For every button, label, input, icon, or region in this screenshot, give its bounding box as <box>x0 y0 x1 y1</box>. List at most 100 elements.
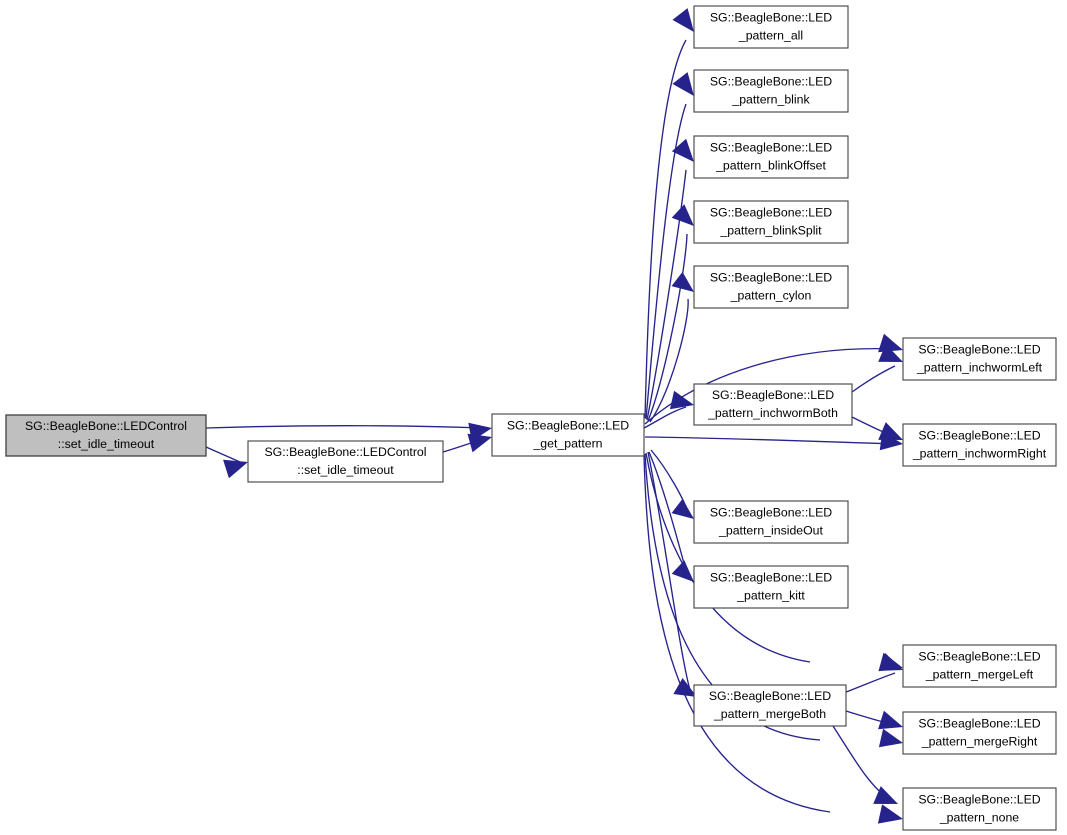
node-label-line2: _pattern_none <box>939 810 1019 824</box>
call-edge <box>644 453 821 741</box>
arrow-head-icon <box>223 459 248 479</box>
node-box[interactable] <box>693 684 847 727</box>
node-label-line2: _pattern_inchwormBoth <box>707 406 838 420</box>
arrow-head-icon <box>673 678 697 697</box>
node-label-line2: _pattern_insideOut <box>718 523 823 537</box>
graph-node[interactable]: SG::BeagleBone::LED_pattern_inchwormBoth <box>693 383 853 426</box>
node-box[interactable] <box>247 440 444 483</box>
call-edge <box>643 406 687 429</box>
node-box[interactable] <box>902 787 1057 831</box>
call-edge <box>649 298 689 423</box>
graph-node[interactable]: SG::BeagleBone::LED_pattern_blinkOffset <box>693 135 849 179</box>
graph-node[interactable]: SG::BeagleBone::LED_pattern_mergeLeft <box>902 644 1057 688</box>
node-label-line2: _pattern_all <box>738 28 803 42</box>
node-label-line2: _get_pattern <box>532 436 602 450</box>
node-box[interactable] <box>5 414 207 457</box>
arrow-head-icon <box>467 433 492 453</box>
call-edge <box>647 233 688 422</box>
arrow-head-icon <box>877 804 903 824</box>
node-label-line1: SG::BeagleBone::LED <box>918 716 1040 730</box>
call-edge <box>645 452 811 663</box>
arrow-head-icon <box>878 422 903 440</box>
graph-node[interactable]: SG::BeagleBone::LED_pattern_none <box>902 787 1057 831</box>
node-label-line1: SG::BeagleBone::LED <box>710 10 832 24</box>
node-label-line2: ::set_idle_timeout <box>297 463 394 477</box>
arrow-head-icon <box>878 333 903 353</box>
graph-node[interactable]: SG::BeagleBone::LED_pattern_mergeBoth <box>693 684 847 727</box>
arrow-head-icon <box>671 271 694 292</box>
call-edge <box>644 436 896 445</box>
node-label-line2: _pattern_mergeBoth <box>713 707 826 721</box>
node-box[interactable] <box>902 711 1057 755</box>
call-edge <box>205 425 485 429</box>
node-label-line1: SG::BeagleBone::LED <box>918 342 1040 356</box>
node-label-line1: SG::BeagleBone::LED <box>710 570 832 584</box>
node-box[interactable] <box>693 135 849 179</box>
graph-node[interactable]: SG::BeagleBone::LED_pattern_kitt <box>693 565 849 609</box>
call-edge <box>646 169 687 421</box>
node-box[interactable] <box>693 565 849 609</box>
arrow-head-icon <box>669 390 694 410</box>
call-edge <box>205 446 241 463</box>
node-box[interactable] <box>693 383 853 426</box>
arrow-head-icon <box>878 728 903 748</box>
node-label-line1: SG::BeagleBone::LED <box>710 140 832 154</box>
graph-node[interactable]: SG::BeagleBone::LED_pattern_blinkSplit <box>693 200 849 244</box>
node-label-line2: _pattern_mergeRight <box>921 734 1038 748</box>
node-box[interactable] <box>693 5 849 49</box>
graph-node[interactable]: SG::BeagleBone::LED_pattern_blink <box>693 69 849 113</box>
node-box[interactable] <box>693 265 849 309</box>
node-label-line2: ::set_idle_timeout <box>58 437 155 451</box>
node-layer: SG::BeagleBone::LEDControl::set_idle_tim… <box>5 5 1057 831</box>
node-label-line2: _pattern_inchwormLeft <box>916 360 1043 374</box>
arrow-head-icon <box>672 72 694 96</box>
call-edge <box>845 672 896 693</box>
graph-node[interactable]: SG::BeagleBone::LED_get_pattern <box>491 413 645 457</box>
node-box[interactable] <box>902 644 1057 688</box>
graph-node[interactable]: SG::BeagleBone::LED_pattern_cylon <box>693 265 849 309</box>
node-label-line1: SG::BeagleBone::LED <box>918 428 1040 442</box>
node-box[interactable] <box>902 423 1057 467</box>
node-label-line2: _pattern_blinkSplit <box>719 223 822 237</box>
graph-node[interactable]: SG::BeagleBone::LED_pattern_inchwormLeft <box>902 337 1057 381</box>
call-edge <box>643 454 831 813</box>
arrow-head-icon <box>878 344 903 362</box>
call-edge <box>851 365 896 393</box>
node-box[interactable] <box>491 413 645 457</box>
graph-node[interactable]: SG::BeagleBone::LED_pattern_all <box>693 5 849 49</box>
node-label-line2: _pattern_mergeLeft <box>925 667 1034 681</box>
arrow-head-icon <box>672 8 694 33</box>
node-label-line2: _pattern_inchwormRight <box>912 446 1047 460</box>
arrow-head-icon <box>873 786 898 804</box>
node-label-line1: SG::BeagleBone::LED <box>710 270 832 284</box>
node-box[interactable] <box>902 337 1057 381</box>
arrow-head-icon <box>878 653 903 671</box>
node-label-line1: SG::BeagleBone::LED <box>507 418 629 432</box>
node-box[interactable] <box>693 69 849 113</box>
call-edge <box>644 39 687 419</box>
node-label-line1: SG::BeagleBone::LED <box>712 388 834 402</box>
node-label-line2: _pattern_kitt <box>736 588 805 602</box>
graph-node[interactable]: SG::BeagleBone::LED_pattern_inchwormRigh… <box>902 423 1057 467</box>
node-label-line1: SG::BeagleBone::LED <box>918 649 1040 663</box>
call-edge <box>644 347 896 425</box>
node-label-line1: SG::BeagleBone::LED <box>710 205 832 219</box>
node-label-line1: SG::BeagleBone::LED <box>709 689 831 703</box>
node-box[interactable] <box>693 500 849 544</box>
edge-layer <box>205 8 903 824</box>
arrow-head-icon <box>878 710 903 730</box>
node-label-line1: SG::BeagleBone::LEDControl <box>264 445 426 459</box>
call-edge <box>645 103 687 420</box>
graph-node[interactable]: SG::BeagleBone::LED_pattern_insideOut <box>693 500 849 544</box>
arrow-head-icon <box>671 498 694 519</box>
node-label-line2: _pattern_blink <box>731 92 810 106</box>
graph-node[interactable]: SG::BeagleBone::LEDControl::set_idle_tim… <box>5 414 207 457</box>
graph-node[interactable]: SG::BeagleBone::LEDControl::set_idle_tim… <box>247 440 444 483</box>
node-label-line1: SG::BeagleBone::LED <box>710 505 832 519</box>
graph-node[interactable]: SG::BeagleBone::LED_pattern_mergeRight <box>902 711 1057 755</box>
node-box[interactable] <box>693 200 849 244</box>
node-label-line1: SG::BeagleBone::LED <box>918 792 1040 806</box>
arrow-head-icon <box>671 204 694 226</box>
